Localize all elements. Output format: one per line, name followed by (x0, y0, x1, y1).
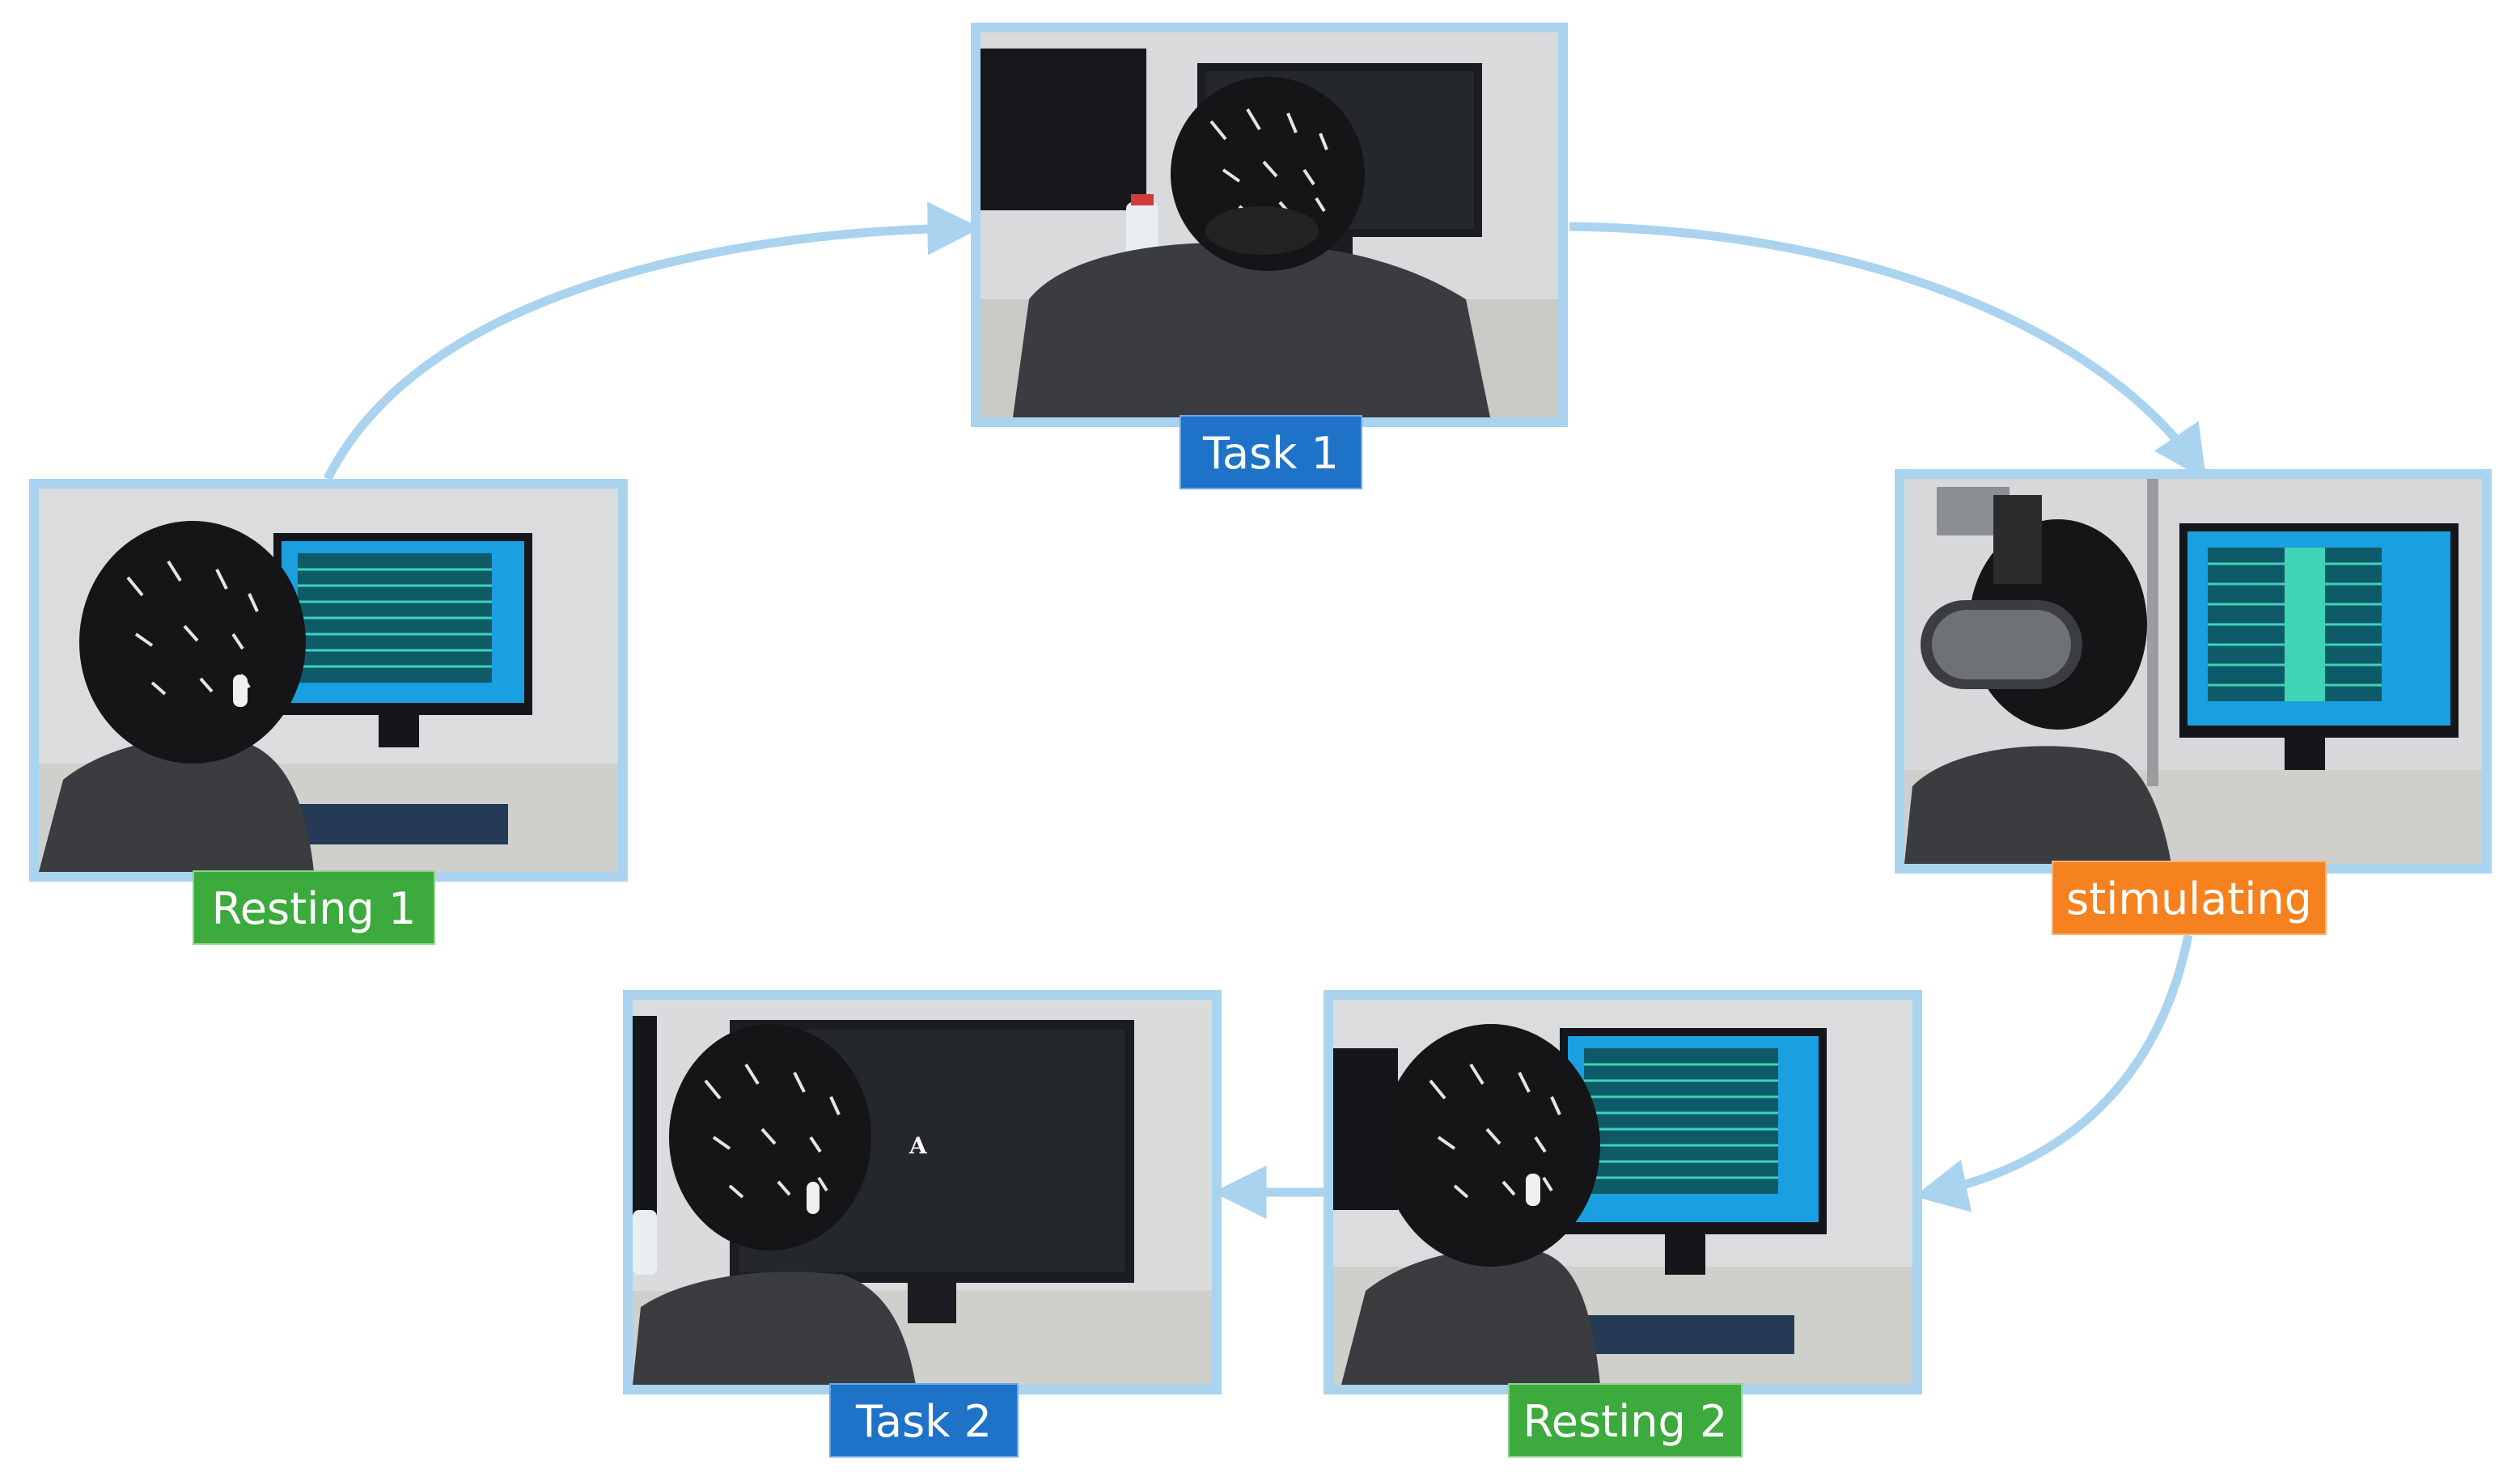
resting1-photo (29, 479, 628, 882)
stimulating-photo (1895, 469, 2492, 874)
task2-label: Task 2 (829, 1383, 1019, 1458)
person-back (1904, 746, 2171, 864)
task1-photo: B (971, 23, 1568, 427)
stimulating-label: stimulating (2052, 861, 2327, 935)
arrow-resting1-to-task1 (324, 201, 981, 481)
arrow-stimulating-to-resting2 (1913, 933, 2193, 1212)
left-monitor (980, 49, 1146, 210)
arrow-task1-to-stimulating (1569, 222, 2207, 480)
person-back (1341, 1248, 1600, 1385)
screen-letter: A (908, 1132, 928, 1159)
task1-label: Task 1 (1180, 415, 1362, 489)
person-back (1013, 242, 1490, 417)
person-back (633, 1272, 916, 1385)
eeg-cap (79, 521, 306, 764)
task2-photo: A (623, 990, 1222, 1394)
person-back (39, 737, 314, 872)
resting2-photo (1324, 990, 1922, 1394)
resting1-label: Resting 1 (193, 870, 435, 945)
eeg-cap (1382, 1024, 1600, 1267)
resting2-label: Resting 2 (1508, 1383, 1743, 1458)
